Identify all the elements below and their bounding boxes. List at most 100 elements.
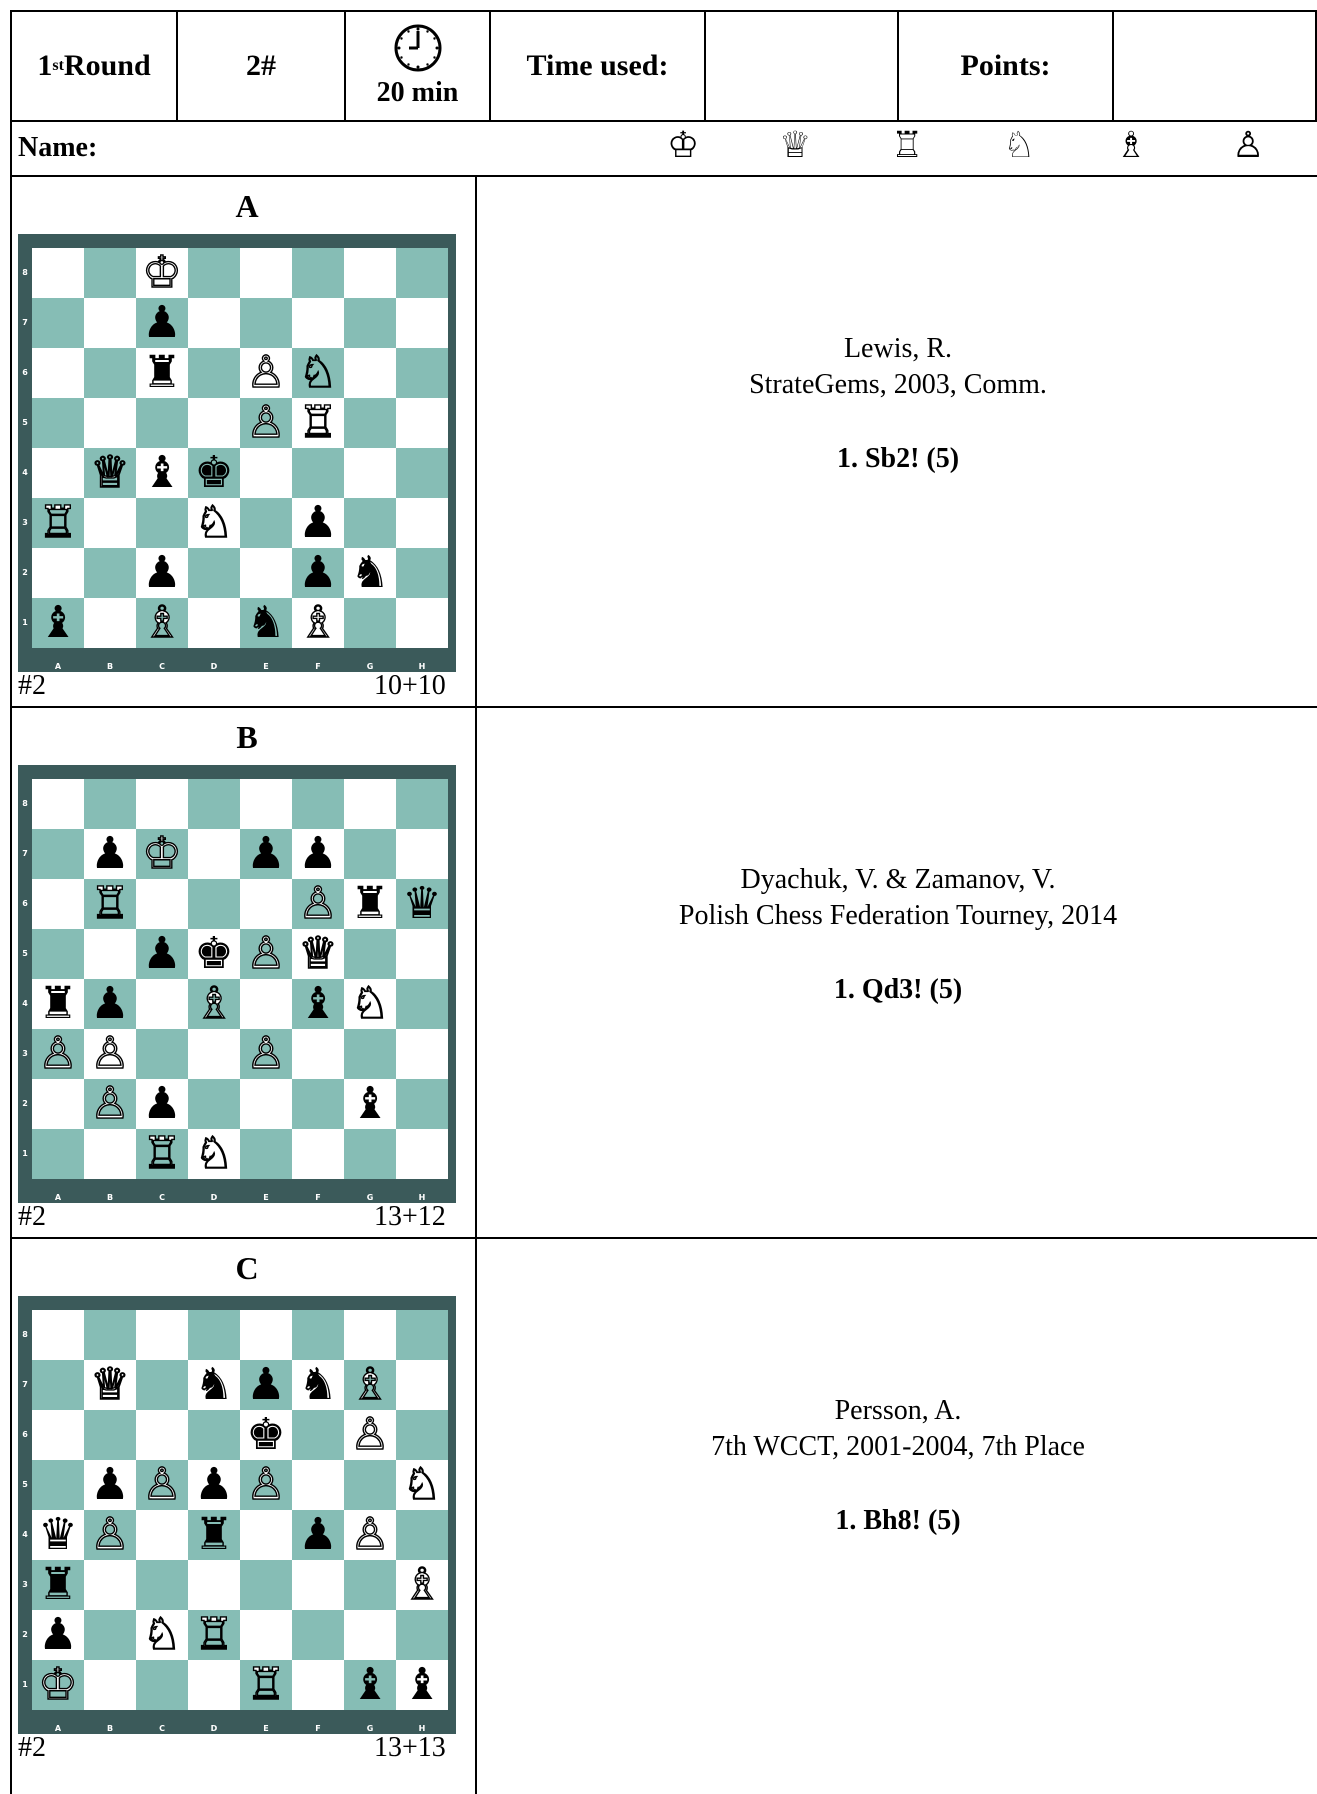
- stipulation-cell: 2#: [178, 12, 346, 120]
- rank-label: 6: [20, 1430, 30, 1439]
- black-knight-icon: ♞: [188, 1360, 240, 1410]
- problem-author: Dyachuk, V. & Zamanov, V.: [477, 862, 1317, 898]
- rank-label: 2: [20, 568, 30, 577]
- board-square: [240, 298, 292, 348]
- rank-label: 5: [20, 949, 30, 958]
- problem-letter: C: [227, 1250, 267, 1287]
- rank-label: 5: [20, 418, 30, 427]
- board-square: [84, 548, 136, 598]
- white-knight-icon: ♘: [188, 498, 240, 548]
- board-square: [344, 929, 396, 979]
- board-square: [292, 779, 344, 829]
- board-square: [240, 779, 292, 829]
- board-square: [32, 298, 84, 348]
- board-square: [188, 1310, 240, 1360]
- black-pawn-icon: ♟: [136, 548, 188, 598]
- board-square: [136, 1510, 188, 1560]
- chess-board: 87654321ABCDEFGH♔♟♜♙♘♙♖♕♝♚♖♘♟♟♟♞♝♗♞♗: [18, 234, 456, 672]
- black-bishop-icon: ♝: [396, 1660, 448, 1710]
- white-king-icon: ♔: [136, 248, 188, 298]
- board-square: [32, 1079, 84, 1129]
- black-pawn-icon: ♟: [84, 979, 136, 1029]
- board-square: [136, 1560, 188, 1610]
- board-square: [344, 1029, 396, 1079]
- board-square: [396, 498, 448, 548]
- board-square: [396, 1510, 448, 1560]
- black-king-icon: ♚: [188, 929, 240, 979]
- black-pawn-icon: ♟: [240, 1360, 292, 1410]
- board-square: [344, 348, 396, 398]
- white-bishop-icon: ♗: [136, 598, 188, 648]
- white-pawn-icon: ♙: [240, 348, 292, 398]
- board-square: [344, 1610, 396, 1660]
- white-pawn-icon: ♙: [292, 879, 344, 929]
- points-label: Points:: [899, 12, 1114, 120]
- row-divider: [12, 1237, 1317, 1239]
- white-bishop-icon: ♗: [292, 598, 344, 648]
- problem-source: Polish Chess Federation Tourney, 2014: [477, 898, 1317, 934]
- board-square: [84, 248, 136, 298]
- board-square: [188, 1560, 240, 1610]
- board-square: [32, 1410, 84, 1460]
- black-king-icon: ♚: [188, 448, 240, 498]
- name-field[interactable]: [122, 122, 662, 172]
- white-bishop-icon: ♗: [188, 979, 240, 1029]
- board-square: [188, 1660, 240, 1710]
- rank-label: 4: [20, 468, 30, 477]
- board-square: [240, 1510, 292, 1560]
- black-pawn-icon: ♟: [136, 1079, 188, 1129]
- board-square: [344, 829, 396, 879]
- white-knight-icon: ♘: [396, 1460, 448, 1510]
- board-square: [32, 1310, 84, 1360]
- file-label: E: [240, 1193, 292, 1202]
- black-bishop-icon: ♝: [136, 448, 188, 498]
- board-square: [344, 1129, 396, 1179]
- white-pawn-icon: ♙: [240, 929, 292, 979]
- board-square: [32, 929, 84, 979]
- white-queen-icon: ♕: [84, 1360, 136, 1410]
- board-square: [396, 448, 448, 498]
- board-square: [344, 1310, 396, 1360]
- problem-source: 7th WCCT, 2001-2004, 7th Place: [477, 1429, 1317, 1465]
- black-pawn-icon: ♟: [136, 929, 188, 979]
- board-square: [84, 498, 136, 548]
- knight-icon: ♘: [1003, 124, 1035, 168]
- board-square: [32, 1129, 84, 1179]
- board-square: [136, 398, 188, 448]
- queen-icon: ♕: [779, 124, 811, 168]
- name-row: Name: ♔ ♕ ♖ ♘ ♗ ♙: [10, 120, 1317, 177]
- rank-label: 2: [20, 1630, 30, 1639]
- white-pawn-icon: ♙: [136, 1460, 188, 1510]
- board-square: [240, 548, 292, 598]
- chess-board: 87654321ABCDEFGH♟♔♟♟♖♙♜♛♟♚♙♕♜♟♗♝♘♙♙♙♙♟♝♖…: [18, 765, 456, 1203]
- time-used-field[interactable]: [706, 12, 899, 120]
- time-used-text: Time used:: [527, 49, 669, 83]
- board-square: [136, 498, 188, 548]
- board-square: [292, 298, 344, 348]
- white-queen-icon: ♕: [84, 448, 136, 498]
- board-square: [344, 779, 396, 829]
- problem-info: Lewis, R.StrateGems, 2003, Comm.1. Sb2! …: [477, 331, 1317, 477]
- rank-label: 1: [20, 1149, 30, 1158]
- file-label: F: [292, 1724, 344, 1733]
- white-pawn-icon: ♙: [344, 1510, 396, 1560]
- board-square: [396, 829, 448, 879]
- file-label: C: [136, 662, 188, 671]
- board-square: [188, 348, 240, 398]
- white-queen-icon: ♕: [292, 929, 344, 979]
- file-label: B: [84, 1724, 136, 1733]
- board-square: [396, 348, 448, 398]
- rank-label: 4: [20, 999, 30, 1008]
- piece-count: 10+10: [374, 670, 446, 702]
- board-square: [136, 779, 188, 829]
- board-square: [32, 1460, 84, 1510]
- black-pawn-icon: ♟: [292, 548, 344, 598]
- points-field[interactable]: [1114, 12, 1317, 120]
- black-rook-icon: ♜: [344, 879, 396, 929]
- board-square: [344, 598, 396, 648]
- board-square: [188, 879, 240, 929]
- black-pawn-icon: ♟: [292, 498, 344, 548]
- problem-author: Lewis, R.: [477, 331, 1317, 367]
- white-king-icon: ♔: [136, 829, 188, 879]
